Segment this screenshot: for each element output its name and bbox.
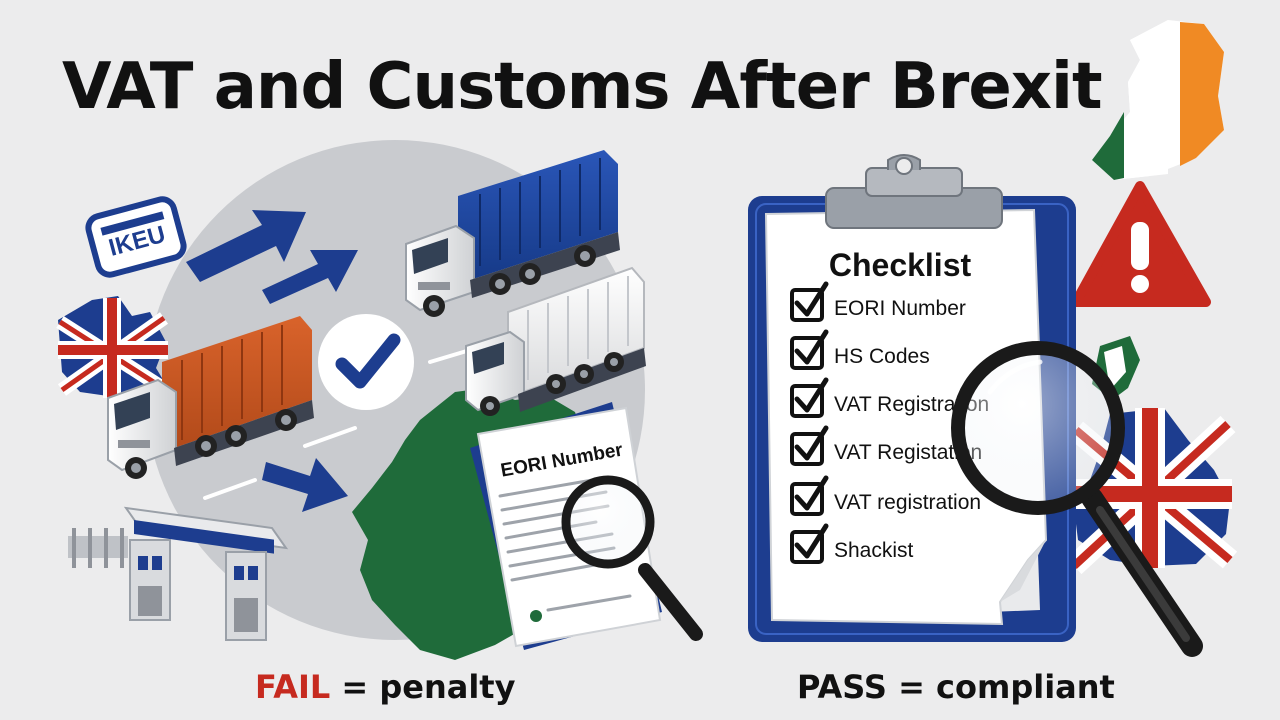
checklist-item-label: Shackist <box>834 539 914 562</box>
clipboard-clip <box>825 154 1003 229</box>
checklist-items: EORI Number HS Codes VAT Registration VA… <box>790 281 989 564</box>
union-jack-flag-icon <box>56 296 170 400</box>
magnifier-icon <box>951 341 1203 657</box>
page-title: VAT and Customs After Brexit <box>62 50 1103 124</box>
checklist-item-label: HS Codes <box>834 345 930 368</box>
checklist-item: EORI Number <box>790 281 966 322</box>
checklist-item-label: VAT Registration <box>834 393 989 416</box>
checklist-item: HS Codes <box>790 329 930 370</box>
checklist-item: VAT Registration <box>790 377 989 418</box>
checklist-item-label: VAT Registation <box>834 441 982 464</box>
truck-icon <box>405 150 620 317</box>
warning-triangle-icon <box>1071 181 1211 307</box>
checklist-item: Shackist <box>790 523 914 564</box>
checklist-item: VAT registration <box>790 475 981 516</box>
fail-label: FAIL <box>255 668 331 706</box>
check-icon <box>318 314 414 410</box>
ireland-flag-icon <box>1092 20 1224 180</box>
road-markings <box>203 348 472 500</box>
ikeu-badge: IKEU <box>85 196 187 278</box>
fail-caption: FAIL = penalty <box>255 668 515 706</box>
checklist-heading: Checklist <box>829 247 972 283</box>
pass-caption: PASS = compliant <box>797 668 1115 706</box>
checklist-item-label: VAT registration <box>834 491 981 514</box>
arrow-icon <box>186 210 358 512</box>
truck-icon <box>465 266 646 416</box>
customs-gate-icon <box>68 506 289 641</box>
checklist-item-label: EORI Number <box>834 297 966 320</box>
fail-consequence: = penalty <box>330 668 516 706</box>
checklist-item: VAT Registation <box>790 425 982 466</box>
magnifier-icon <box>561 475 703 641</box>
truck-icon <box>107 316 314 479</box>
